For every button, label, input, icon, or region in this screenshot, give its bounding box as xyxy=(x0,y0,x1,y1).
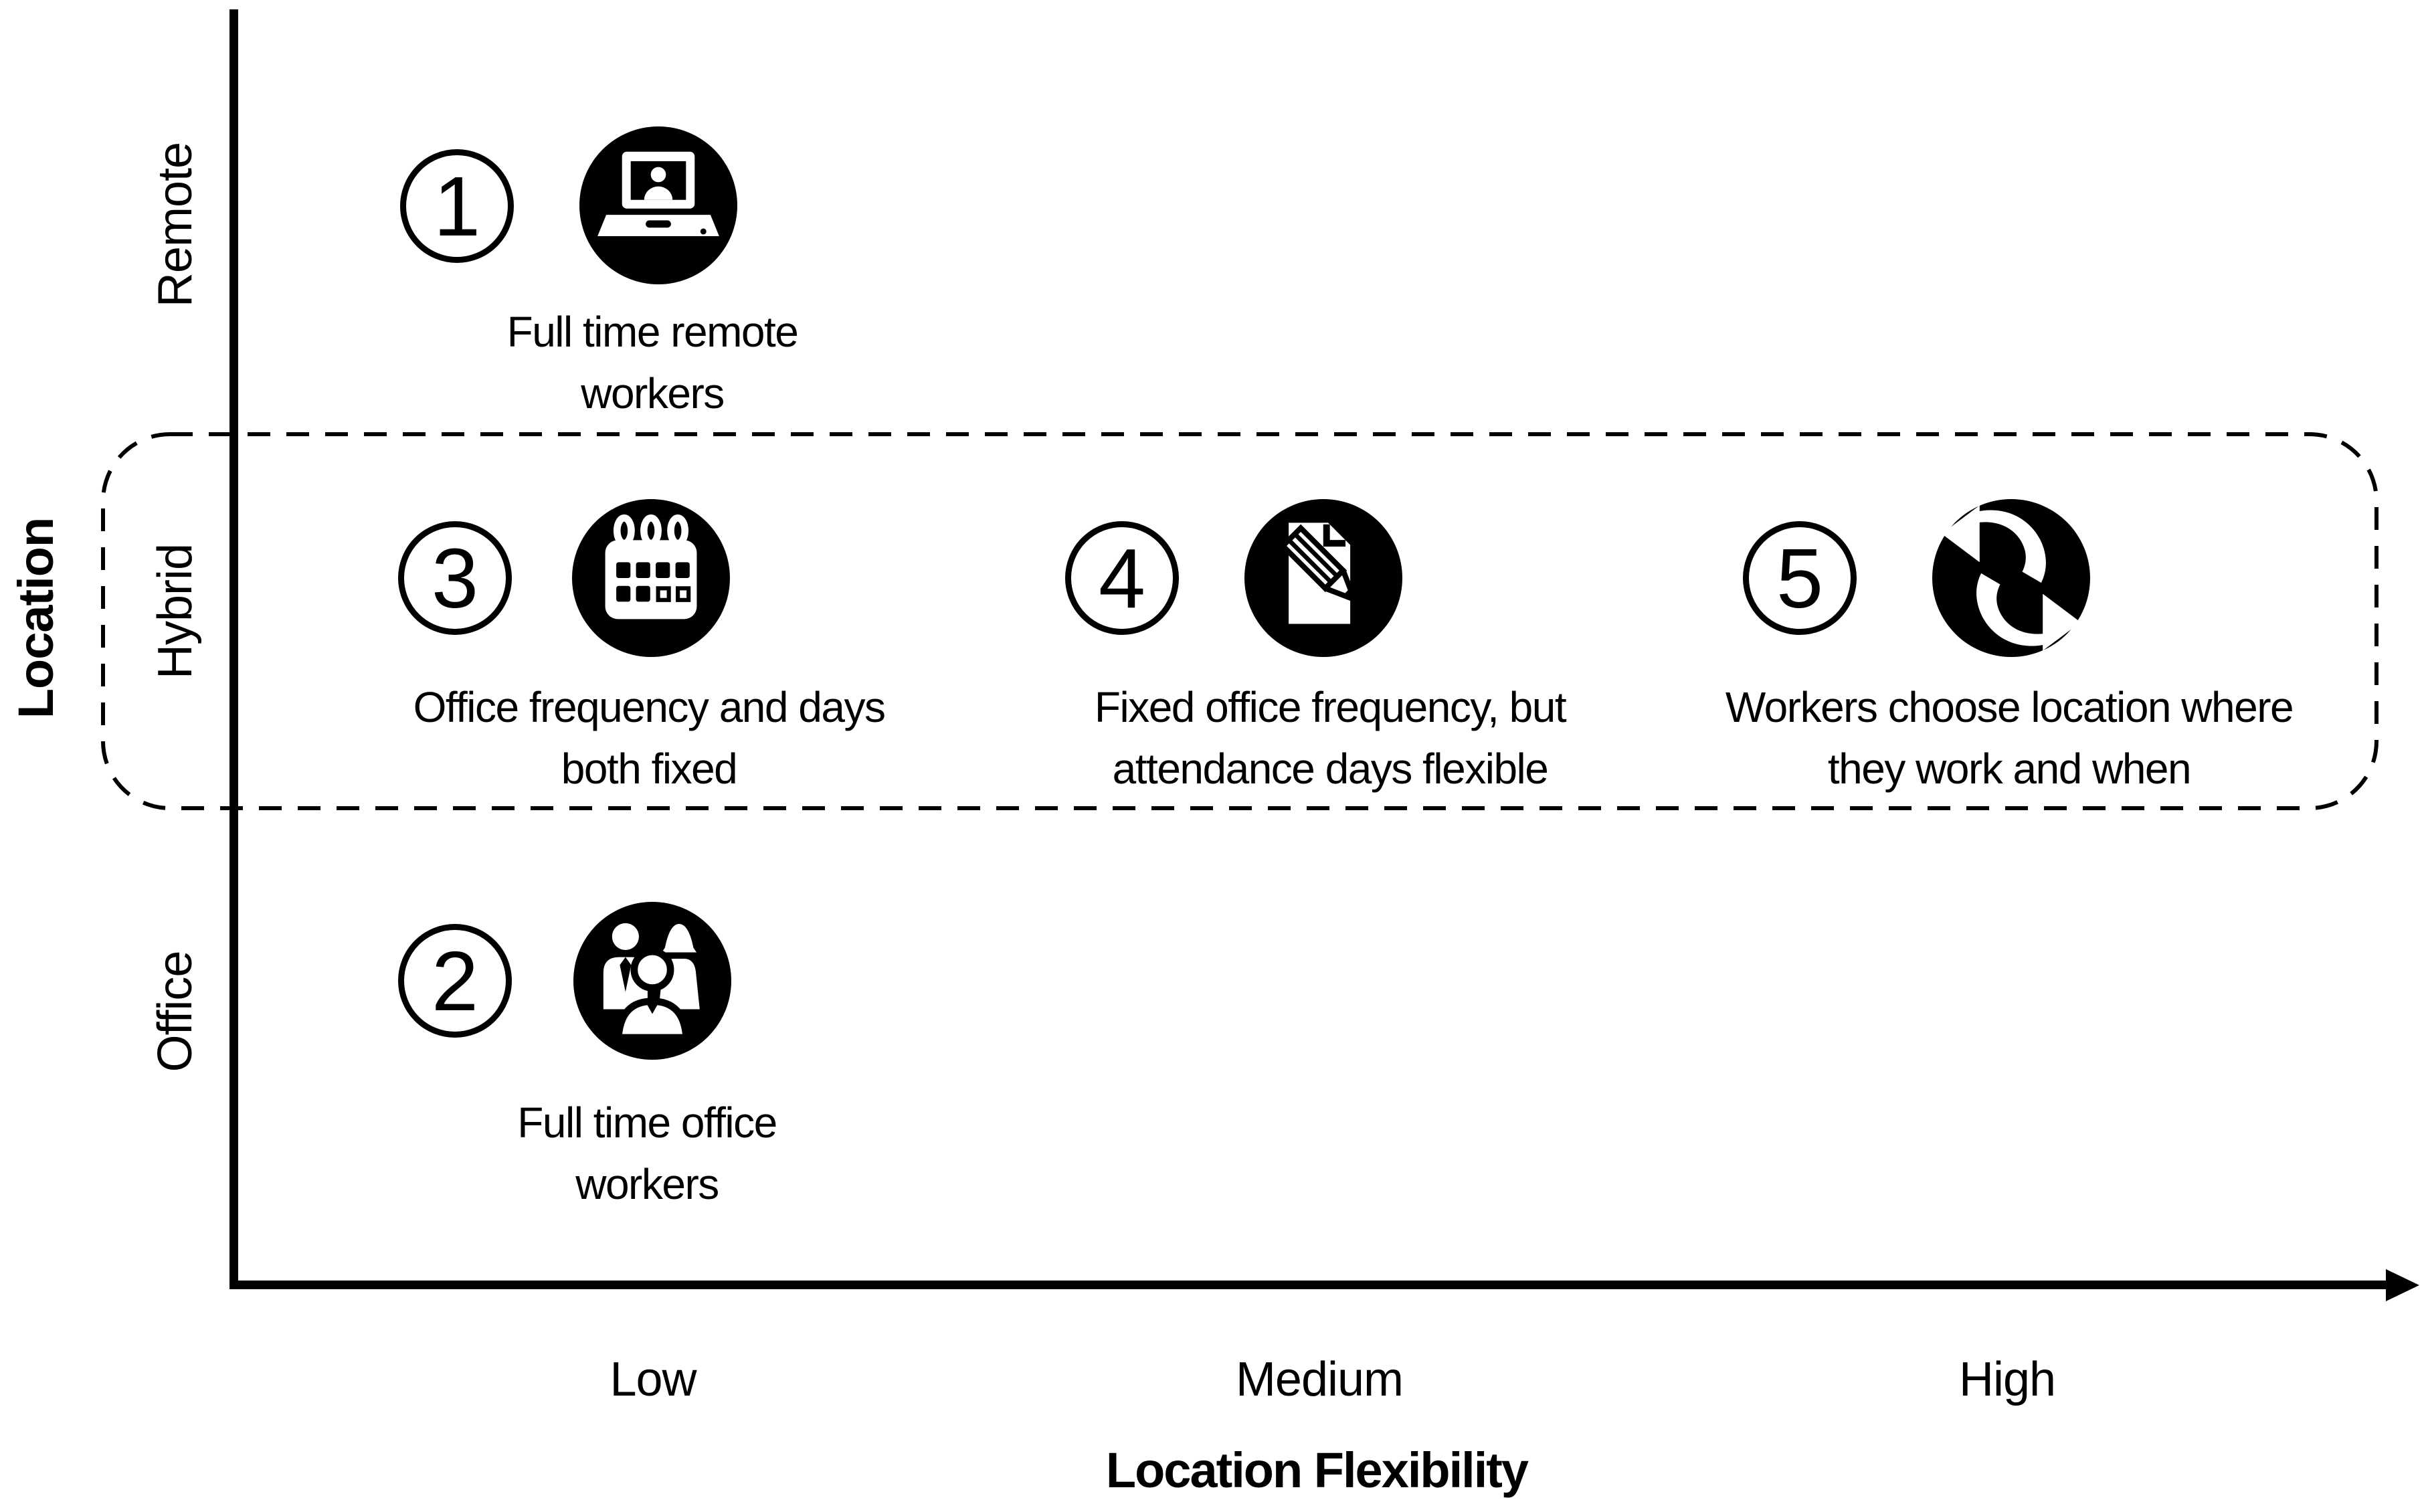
item-2-caption: Full time office workers xyxy=(517,1099,777,1208)
item-1-number-badge: 1 xyxy=(400,149,514,263)
item-1-caption: Full time remote workers xyxy=(506,308,799,417)
item-2-number-badge: 2 xyxy=(398,924,512,1038)
hybrid-band-outline xyxy=(101,432,2378,810)
sync-arrows-icon xyxy=(1932,499,2090,657)
x-axis-title: Location Flexibility xyxy=(1105,1442,1529,1498)
laptop-video-call-icon xyxy=(579,126,737,284)
y-axis-label-remote: Remote xyxy=(149,142,202,308)
y-axis-title: Location xyxy=(8,517,64,719)
x-axis-label-medium: Medium xyxy=(1235,1353,1404,1406)
calendar-icon xyxy=(572,499,730,657)
y-axis-line xyxy=(229,9,238,1289)
x-axis-line xyxy=(229,1281,2391,1289)
item-4-caption: Fixed office frequency, but attendance d… xyxy=(1094,683,1567,793)
item-5-caption: Workers choose location where they work … xyxy=(1725,683,2294,793)
item-4-number-badge: 4 xyxy=(1065,521,1179,635)
item-3-number-badge: 3 xyxy=(398,521,512,635)
item-3-caption: Office frequency and days both fixed xyxy=(413,683,886,793)
x-axis-label-low: Low xyxy=(610,1353,696,1406)
document-pencil-icon xyxy=(1244,499,1402,657)
y-axis-label-hybrid: Hybrid xyxy=(149,543,202,680)
y-axis-label-office: Office xyxy=(149,951,202,1072)
office-workers-group-icon xyxy=(573,902,731,1060)
item-5-number-badge: 5 xyxy=(1743,521,1857,635)
x-axis-label-high: High xyxy=(1958,1353,2056,1406)
x-axis-arrowhead-icon xyxy=(2386,1269,2419,1301)
